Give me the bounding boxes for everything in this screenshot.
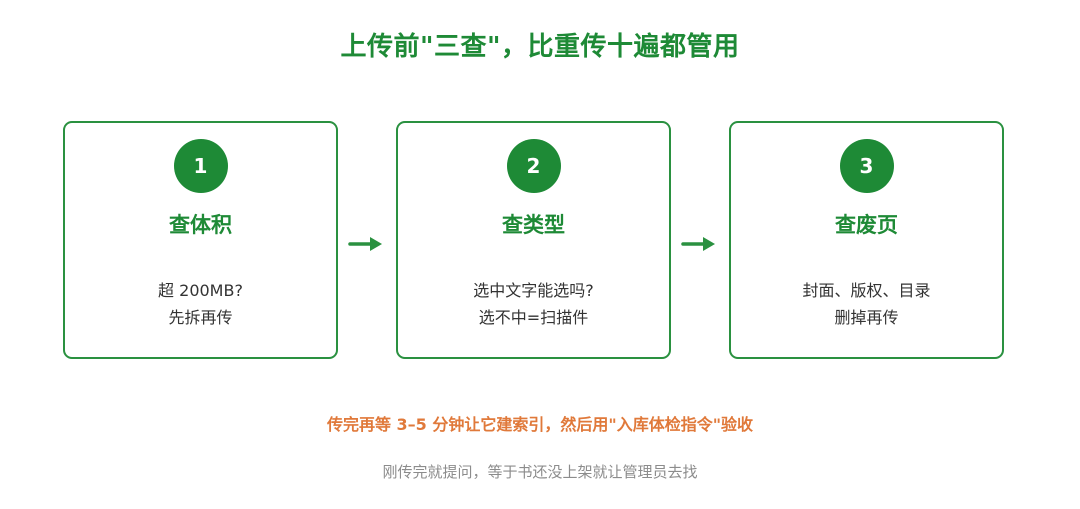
step-card-volume: 1 查体积 超 200MB? 先拆再传 <box>63 121 338 359</box>
step-number-badge: 2 <box>506 139 561 193</box>
step-title: 查体积 <box>169 213 232 237</box>
step-title: 查类型 <box>502 213 565 237</box>
step-number-badge: 3 <box>839 139 894 193</box>
step-number-badge: 1 <box>173 139 228 193</box>
step-description-line-1: 选中文字能选吗? <box>473 281 594 300</box>
step-description-line-2: 先拆再传 <box>168 308 233 327</box>
step-description-line-1: 超 200MB? <box>158 281 243 300</box>
step-card-waste-pages: 3 查废页 封面、版权、目录 删掉再传 <box>729 121 1004 359</box>
right-arrow-icon <box>348 237 382 251</box>
right-arrow-icon <box>681 237 715 251</box>
step-description-line-2: 选不中=扫描件 <box>478 308 589 327</box>
step-card-type: 2 查类型 选中文字能选吗? 选不中=扫描件 <box>396 121 671 359</box>
highlight-note: 传完再等 3–5 分钟让它建索引，然后用"入库体检指令"验收 <box>326 415 754 434</box>
step-title: 查废页 <box>835 213 898 237</box>
step-description-line-1: 封面、版权、目录 <box>802 281 931 300</box>
page-title: 上传前"三查"，比重传十遍都管用 <box>340 32 740 62</box>
step-description-line-2: 删掉再传 <box>834 308 899 327</box>
footnote: 刚传完就提问，等于书还没上架就让管理员去找 <box>382 463 698 481</box>
